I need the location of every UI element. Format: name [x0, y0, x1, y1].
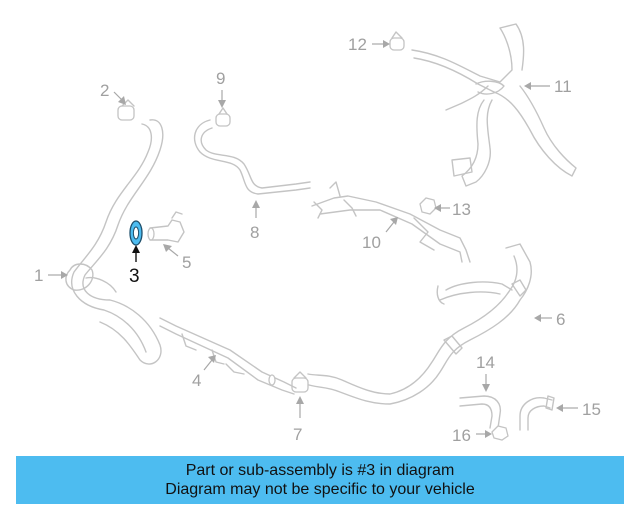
parts-diagram: 1 2 3 4 5 6 7 8 9 10	[34, 23, 601, 445]
svg-text:16: 16	[452, 426, 471, 445]
part-14-hose[interactable]	[459, 395, 502, 429]
info-banner: Part or sub-assembly is #3 in diagram Di…	[16, 456, 624, 504]
svg-text:10: 10	[362, 233, 381, 252]
svg-text:9: 9	[216, 69, 225, 88]
part-16-nut[interactable]	[491, 425, 509, 441]
part-4-pipe[interactable]	[159, 317, 297, 395]
svg-text:13: 13	[452, 200, 471, 219]
part-10-bracket[interactable]	[311, 181, 471, 263]
part-5-fitting[interactable]	[147, 211, 185, 243]
callout-11: 11	[524, 77, 572, 96]
callout-8: 8	[250, 200, 260, 242]
part-7-clamp[interactable]	[291, 371, 309, 393]
svg-text:6: 6	[556, 310, 565, 329]
callout-13: 13	[434, 200, 471, 219]
part-13-nut[interactable]	[419, 197, 437, 215]
part-1-hose[interactable]	[65, 119, 164, 365]
svg-text:8: 8	[250, 223, 259, 242]
callout-9: 9	[216, 69, 226, 108]
callout-16: 16	[452, 426, 492, 445]
callout-12: 12	[348, 35, 390, 54]
svg-text:1: 1	[34, 266, 43, 285]
part-9-clamp[interactable]	[215, 107, 231, 127]
callout-4: 4	[192, 355, 216, 390]
callout-14: 14	[476, 353, 495, 392]
svg-text:2: 2	[100, 81, 109, 100]
callout-1: 1	[34, 266, 68, 285]
callout-5: 5	[163, 244, 191, 272]
callout-15: 15	[556, 400, 601, 419]
svg-text:7: 7	[293, 425, 302, 444]
banner-line-disclaimer: Diagram may not be specific to your vehi…	[165, 481, 475, 498]
callout-10: 10	[362, 217, 398, 252]
svg-text:5: 5	[182, 253, 191, 272]
part-2-clamp[interactable]	[117, 99, 135, 121]
svg-text:14: 14	[476, 353, 495, 372]
svg-text:3: 3	[129, 266, 140, 287]
part-8-hose[interactable]	[193, 119, 311, 195]
part-6-hose[interactable]	[305, 243, 532, 405]
svg-text:4: 4	[192, 371, 201, 390]
svg-text:12: 12	[348, 35, 367, 54]
part-15-hose[interactable]	[519, 395, 555, 431]
part-12-clamp[interactable]	[389, 31, 405, 51]
svg-text:11: 11	[554, 77, 572, 96]
part-3-gasket[interactable]	[129, 220, 143, 246]
banner-line-part-number: Part or sub-assembly is #3 in diagram	[185, 462, 455, 479]
callout-7: 7	[293, 396, 304, 444]
callout-3: 3	[129, 245, 140, 287]
part-11-hose[interactable]	[411, 23, 577, 187]
callout-6: 6	[534, 310, 565, 329]
callout-2: 2	[100, 81, 126, 105]
svg-text:15: 15	[582, 400, 601, 419]
